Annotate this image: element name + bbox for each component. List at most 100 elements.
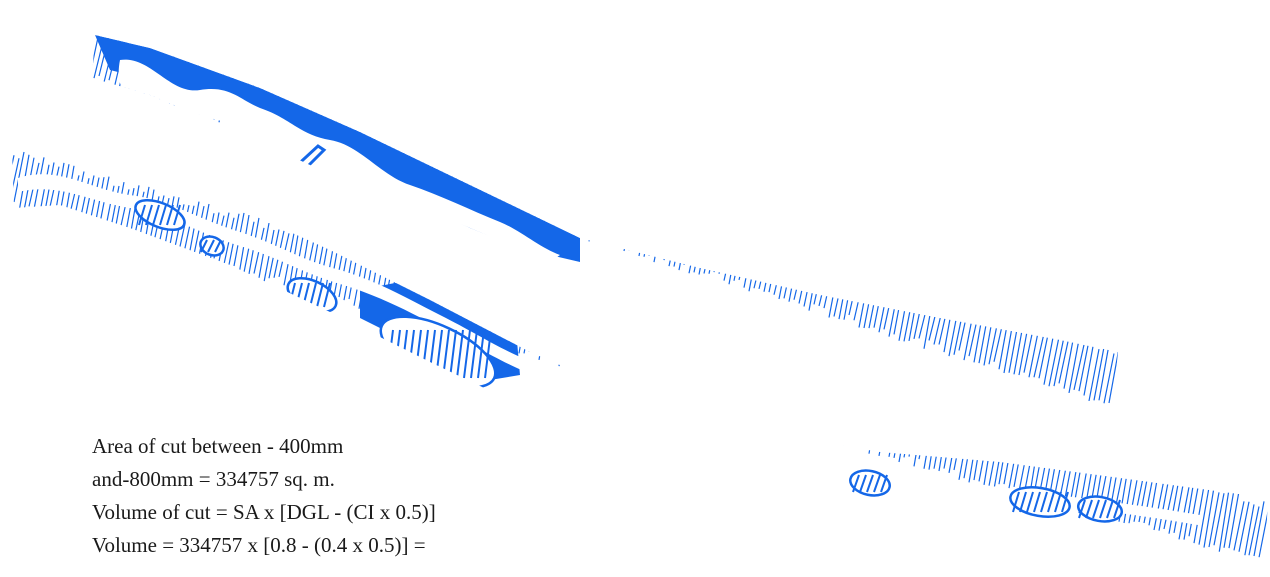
hatch-line <box>838 391 850 442</box>
hatch-line <box>933 414 945 469</box>
pod-hatch-line <box>1113 499 1121 519</box>
hatch-line <box>698 223 710 275</box>
hatch-line <box>858 388 870 443</box>
hatch-line <box>973 419 985 481</box>
hatch-line <box>968 311 980 357</box>
annotation-line-4: Volume = 334757 x [0.8 - (0.4 x 0.5)] = <box>92 533 426 557</box>
hatch-line <box>893 405 905 458</box>
hatch-line <box>1253 501 1265 557</box>
hatch-line <box>1073 344 1085 390</box>
pod-hatch-line <box>1026 491 1034 513</box>
hatch-line <box>843 384 855 446</box>
hatch-line <box>993 317 1005 362</box>
hatch-line <box>593 322 605 367</box>
pod-hatch-line <box>207 239 215 253</box>
hatch-line <box>1248 506 1260 556</box>
hatch-line <box>528 300 540 352</box>
pod-hatch-line <box>1012 491 1020 513</box>
hatch-line <box>13 151 25 203</box>
hatch-line <box>523 302 535 354</box>
hatch-line <box>543 306 555 354</box>
hatch-line <box>843 265 855 320</box>
hatch-line <box>678 338 690 393</box>
hatch-line <box>848 389 860 446</box>
hatch-line <box>603 192 615 240</box>
hatch-line <box>803 259 815 307</box>
pod-7 <box>1076 495 1124 523</box>
hatch-line <box>868 392 880 454</box>
hatch-line <box>668 338 680 395</box>
hatch-line <box>763 363 775 418</box>
hatch-line <box>998 426 1010 485</box>
hatch-line <box>863 392 875 445</box>
hatch-line <box>1203 487 1215 548</box>
hatch-line <box>928 300 940 341</box>
hatch-line <box>608 194 620 241</box>
hatch-line <box>883 283 895 330</box>
hatch-line <box>1208 492 1220 548</box>
pod-1 <box>134 198 186 232</box>
hatch-line <box>1193 485 1205 544</box>
hatch-line <box>633 328 645 382</box>
hatch-line <box>958 424 970 480</box>
hatch-line <box>788 249 800 302</box>
hatch-line <box>748 239 760 292</box>
hatch-line <box>828 265 840 318</box>
hatch-line <box>613 197 625 241</box>
hatch-line <box>933 301 945 345</box>
hatch-line <box>608 322 620 377</box>
hatch-line <box>878 282 890 333</box>
hatch-line <box>918 298 930 339</box>
hatch-line <box>998 314 1010 370</box>
hatch-line <box>658 208 670 257</box>
hatch-line <box>1158 477 1170 531</box>
hatch-line <box>803 373 815 435</box>
hatch-line <box>708 351 720 408</box>
hatch-line <box>908 286 920 342</box>
hatch-line <box>853 385 865 447</box>
hatch-line <box>12 155 15 203</box>
hatch-line <box>978 429 990 482</box>
hatch-line <box>893 280 905 335</box>
hatch-line <box>568 311 580 367</box>
hatch-line <box>558 312 570 367</box>
hatch-line <box>533 173 545 224</box>
hatch-line <box>518 295 530 354</box>
hatch-line <box>1168 478 1180 534</box>
hatch-line <box>663 214 675 261</box>
annotation-line-1: Area of cut between - 400mm <box>92 434 344 458</box>
hatch-line <box>1053 336 1065 387</box>
hatch-line <box>658 338 670 395</box>
hatch-line <box>188 201 200 257</box>
hatch-line <box>673 216 685 267</box>
hatch-line <box>563 179 575 231</box>
hatch-line <box>1023 324 1035 373</box>
hatch-line <box>1038 329 1050 379</box>
hatch-line <box>1068 339 1080 394</box>
hatch-line <box>863 276 875 329</box>
hatch-line <box>533 296 545 354</box>
pod-hatch-line <box>866 474 874 493</box>
hatch-line <box>783 369 795 427</box>
hatch-line <box>618 322 630 384</box>
hatch-line <box>913 291 925 340</box>
pod-hatch-line <box>1106 499 1114 519</box>
hatch-line <box>1043 332 1055 385</box>
hatch-line <box>963 308 975 361</box>
hatch-line <box>948 304 960 357</box>
hatch-line <box>828 386 840 434</box>
hatch-line <box>728 351 740 412</box>
hatch-line <box>688 348 700 402</box>
hatch-line <box>643 208 655 257</box>
hatch-line <box>1163 482 1175 530</box>
hatch-line <box>713 347 725 404</box>
hatch-line <box>738 238 750 281</box>
hatch-line <box>553 304 565 359</box>
hatch-line <box>883 394 895 451</box>
hatch-line <box>1113 353 1118 405</box>
hatch-line <box>1033 333 1045 378</box>
pod-hatch-line <box>1078 499 1086 519</box>
hatch-line <box>628 323 640 381</box>
hatch-line <box>548 308 560 360</box>
